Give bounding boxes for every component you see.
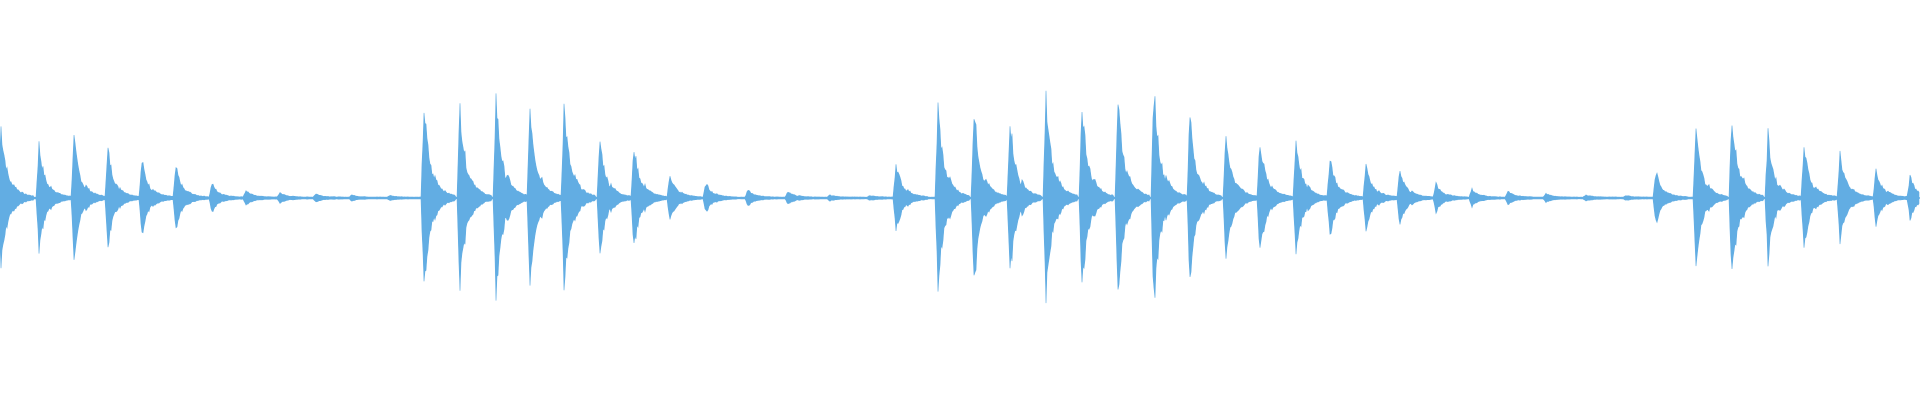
waveform-shape [0, 90, 1920, 304]
